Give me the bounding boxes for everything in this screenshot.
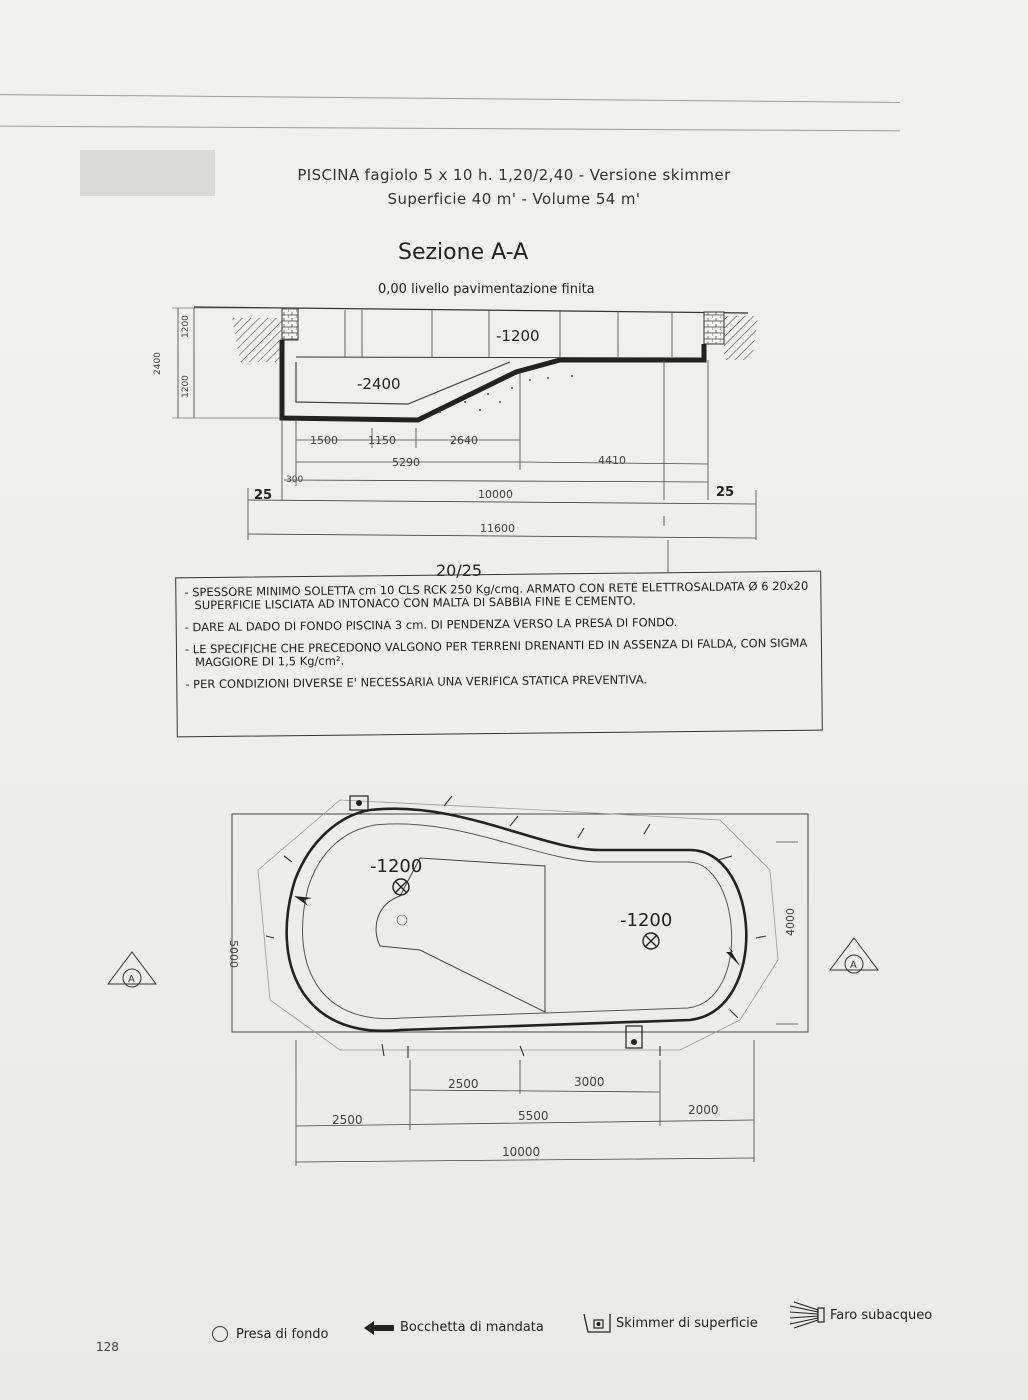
legend-faro-label: Faro subacqueo: [830, 1307, 933, 1323]
left-ground: [232, 318, 282, 362]
pool-subtitle: Superficie 40 m' - Volume 54 m': [387, 190, 641, 208]
dim-1500: 1500: [310, 434, 338, 447]
section-marker-right: A: [829, 937, 879, 974]
plan-dim-5500: 5500: [518, 1109, 549, 1123]
dim-2400-vertical: 2400: [153, 352, 163, 375]
section-dim-lines: [247, 360, 757, 572]
plan-dim-2500-bottom: 2500: [332, 1113, 363, 1127]
drain-center: [396, 914, 408, 926]
legend-bocchetta-label: Bocchetta di mandata: [400, 1320, 544, 1335]
skimmer-bottom-dot: [631, 1039, 637, 1045]
gravel-dots: [439, 375, 573, 413]
plan-bounding-box: [231, 813, 809, 1033]
right-ground: [724, 316, 758, 360]
legend-faro: Faro subacqueo: [788, 1298, 932, 1332]
bocchetta-arrow-icon: [364, 1320, 394, 1335]
dim-25-right: 25: [716, 485, 734, 500]
legend-skimmer-label: Skimmer di superficie: [616, 1315, 758, 1331]
plan-depth-left: -1200: [370, 856, 422, 877]
dim-300: 300: [286, 475, 303, 485]
dim-4410: 4410: [598, 454, 626, 467]
pool-outline-outer: [285, 807, 748, 1033]
dim-5290: 5290: [392, 456, 420, 469]
svg-text:A: A: [850, 960, 857, 971]
skimmer-top-dot: [356, 800, 362, 806]
plan-dim-10000: 10000: [502, 1145, 540, 1159]
skimmer-bottom-icon: [625, 1025, 643, 1049]
depth-deep-label: -2400: [357, 375, 401, 393]
skimmer-top-icon: [349, 795, 369, 811]
plan-surround: [257, 799, 779, 1051]
bottom-drain-right: [642, 932, 660, 950]
plan-dim-2500-top: 2500: [448, 1077, 479, 1091]
legend-presa-label: Presa di fondo: [236, 1326, 329, 1342]
underwater-lights: [265, 795, 767, 1058]
dim-11600: 11600: [480, 522, 515, 535]
pool-outline-inner: [302, 823, 732, 1020]
skimmer-icon: [583, 1313, 611, 1333]
depth-shallow-label: -1200: [496, 327, 540, 345]
dim-1150: 1150: [368, 434, 396, 447]
presa-di-fondo-icon: [212, 1326, 228, 1342]
section-title: Sezione A-A: [398, 240, 529, 265]
plan-depth-right: -1200: [620, 910, 672, 931]
plan-dim-lines: [295, 1040, 755, 1166]
svg-text:A: A: [128, 974, 135, 985]
legend-skimmer: Skimmer di superficie: [582, 1312, 758, 1334]
deep-zone: [375, 857, 546, 1013]
legend-bocchetta: Bocchetta di mandata: [364, 1320, 544, 1335]
inlet-arrow-left: [294, 896, 312, 906]
legend-presa: Presa di fondo: [212, 1326, 329, 1342]
dim-1200-vertical-b: 1200: [181, 375, 191, 398]
level-label: 0,00 livello pavimentazione finita: [378, 282, 595, 297]
dim-25-left: 25: [254, 488, 272, 503]
faro-subacqueo-icon: [789, 1301, 825, 1329]
page-number: 128: [96, 1340, 119, 1354]
inlet-arrow-right: [726, 946, 740, 966]
section-columns: [344, 310, 673, 357]
plan-dim-5000: 5000: [227, 940, 240, 968]
dim-2640: 2640: [450, 434, 478, 447]
dim-slab: 20/25: [436, 561, 482, 580]
plan-dim-4000: 4000: [784, 908, 797, 936]
pool-inner-profile: [295, 361, 511, 405]
plan-dim-2000: 2000: [688, 1103, 719, 1117]
dim-1200-vertical-a: 1200: [181, 315, 191, 338]
section-marker-left: A: [107, 951, 157, 988]
dim-10000-section: 10000: [478, 488, 513, 501]
plan-dim-3000: 3000: [574, 1075, 605, 1089]
bottom-drain-left: [392, 878, 410, 896]
pool-title: PISCINA fagiolo 5 x 10 h. 1,20/2,40 - Ve…: [297, 166, 731, 184]
gray-tab: [80, 150, 215, 196]
